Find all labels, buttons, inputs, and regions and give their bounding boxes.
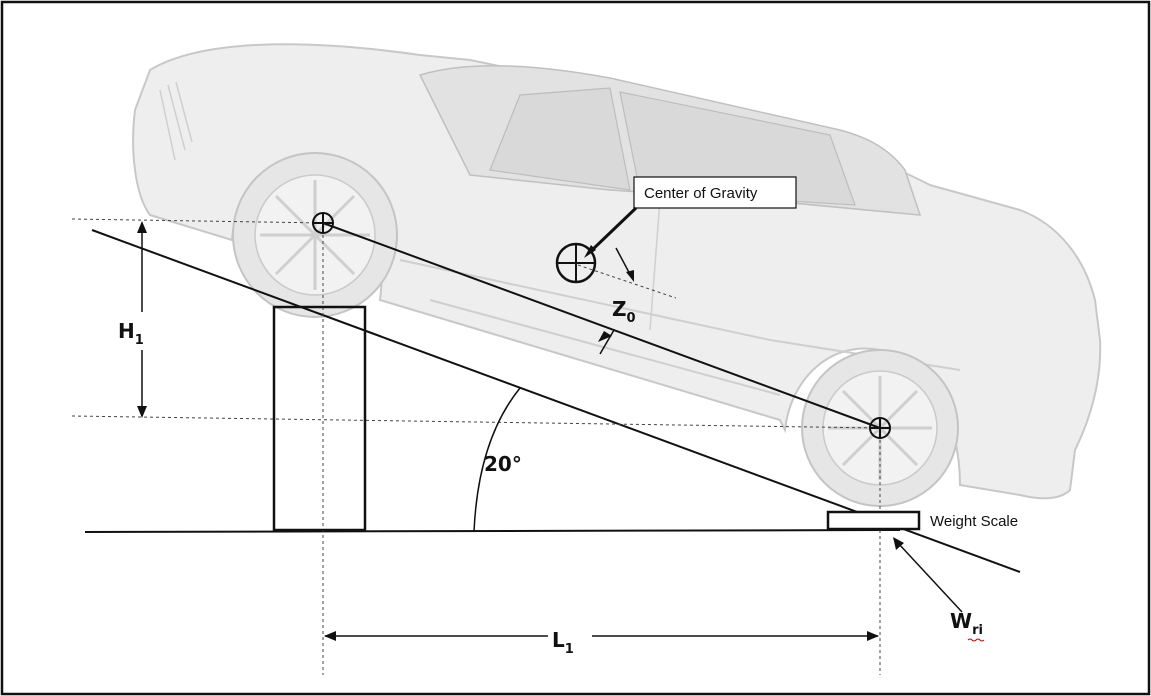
front-wheel — [232, 152, 398, 318]
rear-axle-marker — [869, 417, 891, 439]
z0-arrow-bottom-head — [598, 331, 612, 342]
spellcheck-underline — [967, 638, 985, 642]
sill-line — [429, 299, 781, 396]
h1-top-reference — [71, 218, 326, 224]
angle-arc — [473, 387, 521, 533]
wri-leader-line — [897, 542, 963, 613]
axle-line — [322, 222, 881, 429]
cg-reference-line — [577, 264, 677, 299]
h1-label: H1 — [118, 319, 144, 348]
z0-arrow-top-head — [626, 270, 634, 282]
h1-label-bg — [112, 312, 172, 350]
wri-label: Wri — [950, 609, 983, 638]
l1-label: L1 — [552, 628, 574, 657]
weight-scale-label: Weight Scale — [930, 513, 1018, 530]
z0-label: Z0 — [612, 297, 636, 326]
h1-arrow-top — [137, 221, 147, 233]
wri-arrowhead — [893, 537, 904, 550]
door-line — [649, 199, 661, 331]
support-block — [272, 305, 367, 532]
h1-arrow-bottom — [137, 406, 147, 418]
cg-callout-box — [633, 176, 797, 209]
front-window — [489, 87, 631, 191]
l1-arrow-right — [867, 631, 879, 641]
cg-callout-leader — [588, 206, 638, 254]
center-of-gravity-marker — [555, 242, 597, 284]
angle-label: 20° — [484, 452, 522, 476]
front-axle-marker — [312, 212, 334, 234]
ground-line — [84, 529, 901, 533]
cg-callout-arrowhead — [584, 245, 596, 258]
grille-lines — [159, 81, 193, 161]
cg-callout-label: Center of Gravity — [644, 185, 758, 202]
z0-arrow-bottom-line — [599, 329, 615, 355]
l1-arrow-left — [324, 631, 336, 641]
weight-scale — [826, 510, 921, 531]
h1-bottom-reference — [71, 415, 881, 429]
l1-label-bg — [548, 622, 592, 656]
